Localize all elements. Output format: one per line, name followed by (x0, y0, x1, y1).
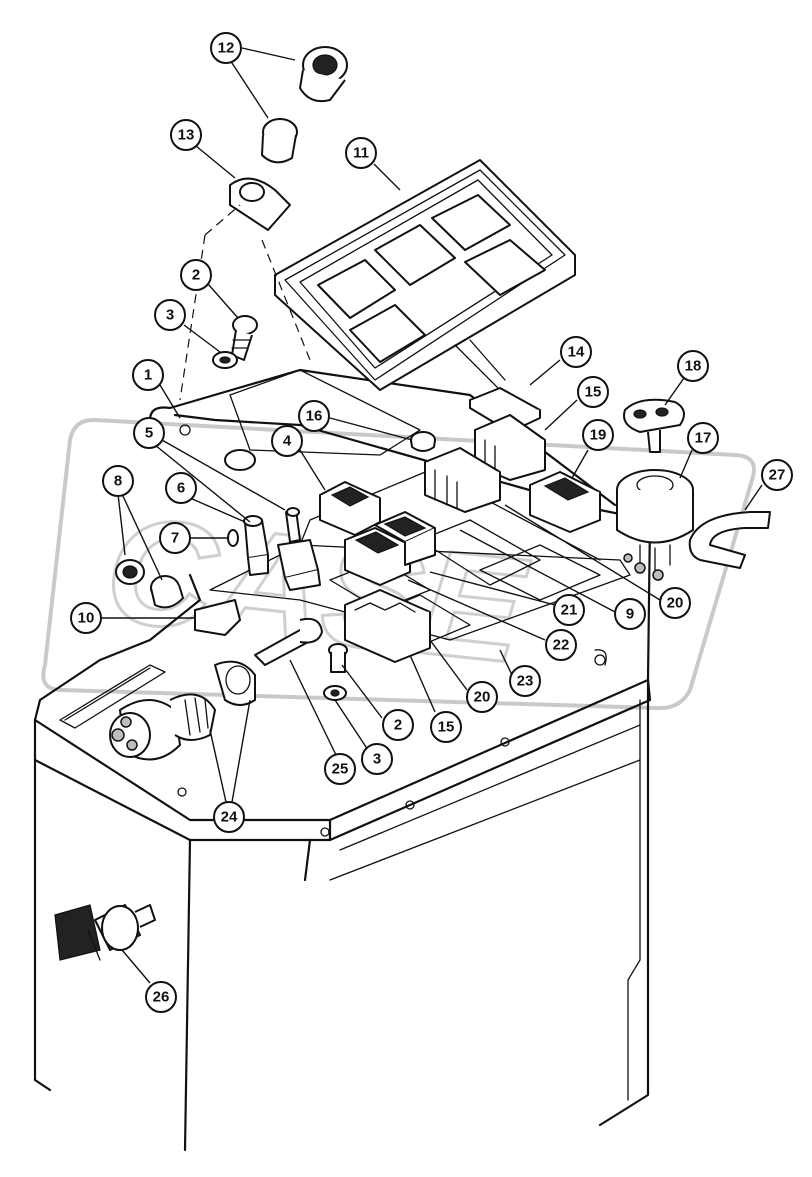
svg-text:20: 20 (474, 689, 491, 706)
svg-text:15: 15 (585, 384, 602, 401)
callout-9: 9 (614, 598, 646, 630)
cigar-lighter-part (261, 46, 348, 164)
callout-23: 23 (509, 665, 541, 697)
switch-housing-lower-part (344, 589, 431, 663)
svg-text:7: 7 (171, 530, 179, 547)
svg-text:27: 27 (769, 467, 786, 484)
ignition-key-part (623, 398, 685, 453)
callout-2-upper: 2 (180, 259, 212, 291)
toggle-switch-part (277, 507, 321, 591)
svg-text:6: 6 (177, 480, 185, 497)
rocker-switch-19-part (529, 471, 601, 533)
svg-text:18: 18 (685, 358, 702, 375)
svg-text:20: 20 (667, 595, 684, 612)
svg-text:10: 10 (78, 610, 95, 627)
callout-20-right: 20 (659, 587, 691, 619)
screw-upper-part (212, 315, 258, 471)
callout-6: 6 (165, 472, 197, 504)
svg-text:8: 8 (114, 473, 122, 490)
callout-27: 27 (761, 459, 793, 491)
callout-26: 26 (145, 981, 177, 1013)
callout-8: 8 (102, 465, 134, 497)
callout-10: 10 (70, 602, 102, 634)
plug-part (410, 431, 436, 452)
callout-15-upper: 15 (577, 376, 609, 408)
key-part (254, 617, 323, 666)
svg-text:14: 14 (568, 344, 585, 361)
svg-text:17: 17 (695, 430, 712, 447)
svg-text:13: 13 (178, 127, 195, 144)
callout-24: 24 (213, 801, 245, 833)
leader-lines (102, 47, 763, 984)
svg-text:25: 25 (332, 761, 349, 778)
svg-text:24: 24 (221, 809, 238, 826)
callout-15-lower: 15 (430, 711, 462, 743)
svg-text:23: 23 (517, 673, 534, 690)
switch-plate (209, 369, 631, 666)
console-body (33, 368, 652, 1152)
svg-text:19: 19 (590, 427, 607, 444)
rocker-switch-4-part (319, 481, 381, 536)
callout-11: 11 (345, 137, 377, 169)
sender-switch-part (54, 904, 156, 961)
callout-22: 22 (545, 629, 577, 661)
svg-text:26: 26 (153, 989, 170, 1006)
label-panel-part (274, 159, 576, 391)
svg-text:2: 2 (192, 267, 200, 284)
callout-16: 16 (298, 400, 330, 432)
callout-25: 25 (324, 753, 356, 785)
svg-text:4: 4 (283, 433, 292, 450)
callout-17: 17 (687, 422, 719, 454)
svg-text:12: 12 (218, 40, 235, 57)
svg-text:16: 16 (306, 408, 323, 425)
svg-text:9: 9 (626, 606, 634, 623)
svg-text:2: 2 (394, 717, 402, 734)
callout-2-lower: 2 (382, 709, 414, 741)
lighter-bezel-part (179, 177, 311, 401)
connector-8-part (115, 559, 184, 609)
bracket-10-part (194, 599, 241, 636)
rocker-switch-center-part (344, 511, 436, 586)
callout-5: 5 (133, 417, 165, 449)
callout-1: 1 (132, 359, 164, 391)
svg-text:11: 11 (353, 145, 369, 162)
svg-text:21: 21 (561, 602, 578, 619)
callout-3-upper: 3 (154, 299, 186, 331)
callout-3-lower: 3 (361, 743, 393, 775)
indicator-lamp-part (227, 515, 269, 576)
callout-12: 12 (210, 32, 242, 64)
svg-text:15: 15 (438, 719, 455, 736)
callout-18: 18 (677, 350, 709, 382)
rotary-switch-part (109, 660, 256, 761)
svg-text:22: 22 (553, 637, 570, 654)
retainer-clip-part (688, 511, 771, 569)
svg-text:1: 1 (144, 367, 152, 384)
callout-19: 19 (582, 419, 614, 451)
callout-bubbles: 12 13 11 2 3 1 14 18 15 16 5 4 19 17 8 6… (70, 32, 793, 1013)
svg-text:3: 3 (166, 307, 174, 324)
screw-lower-part (323, 643, 348, 701)
svg-text:5: 5 (145, 425, 153, 442)
callout-20-lower: 20 (466, 681, 498, 713)
ignition-switch-part (616, 469, 694, 581)
callout-7: 7 (159, 522, 191, 554)
svg-text:3: 3 (373, 751, 381, 768)
callout-14: 14 (560, 336, 592, 368)
callout-4: 4 (271, 425, 303, 457)
callout-21: 21 (553, 594, 585, 626)
switch-housing-upper-part (424, 414, 546, 513)
callout-13: 13 (170, 119, 202, 151)
